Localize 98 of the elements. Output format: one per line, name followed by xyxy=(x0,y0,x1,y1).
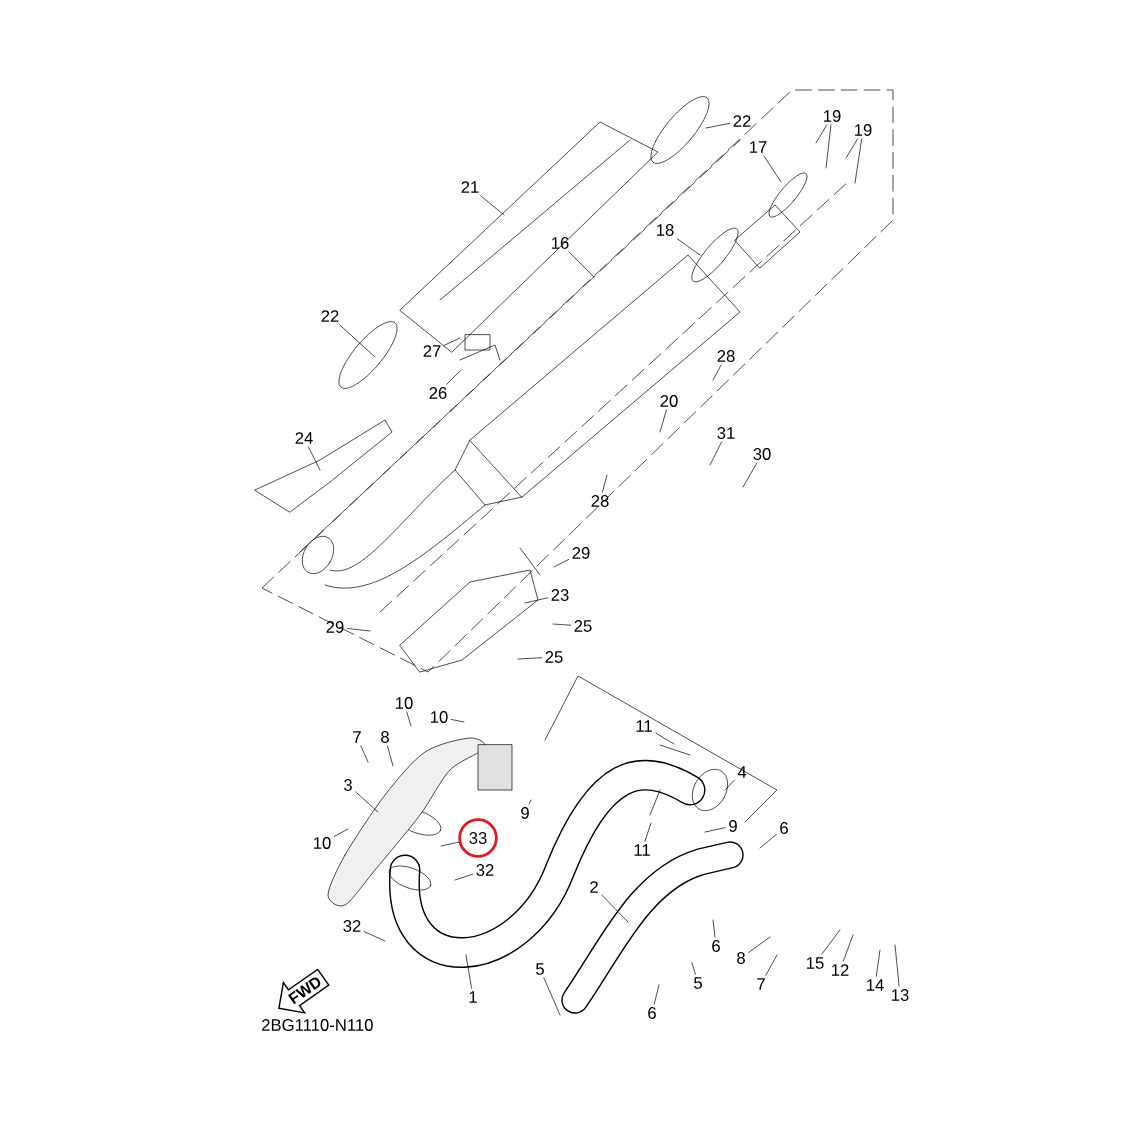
callout-number: 30 xyxy=(753,448,771,460)
leader-line xyxy=(676,238,701,256)
leader-line xyxy=(446,370,461,385)
leader-line xyxy=(406,711,412,727)
leader-line xyxy=(308,446,321,471)
callout-number: 25 xyxy=(545,651,563,663)
callout-number: 10 xyxy=(431,711,448,723)
callout-number: 24 xyxy=(295,432,313,444)
leader-line xyxy=(333,828,349,837)
callout-number: 21 xyxy=(461,181,479,193)
callout-number: 15 xyxy=(807,957,824,969)
leader-line xyxy=(387,745,394,767)
leader-line xyxy=(454,873,474,881)
leader-line xyxy=(712,919,716,938)
leader-line xyxy=(553,559,570,568)
callout-number: 6 xyxy=(780,822,788,834)
callout-number: 11 xyxy=(634,844,650,856)
callout-number: 7 xyxy=(757,978,765,990)
leader-line xyxy=(568,251,595,278)
callout-number: 5 xyxy=(536,963,544,975)
callout-number: 32 xyxy=(476,864,494,876)
leader-line xyxy=(465,954,472,989)
callout-number: 27 xyxy=(423,345,441,357)
callout-number: 8 xyxy=(381,731,389,743)
callout-number: 8 xyxy=(737,952,745,964)
leader-line xyxy=(517,657,543,660)
leader-line xyxy=(602,474,608,493)
leader-line xyxy=(543,977,561,1016)
leader-line xyxy=(363,931,386,942)
callout-number: 29 xyxy=(326,621,344,633)
leader-line xyxy=(875,949,881,977)
leader-line xyxy=(653,984,660,1005)
leader-line xyxy=(440,841,460,847)
callout-number: 29 xyxy=(572,547,590,559)
leader-line xyxy=(346,628,371,632)
leader-line xyxy=(552,623,572,626)
callout-number: 6 xyxy=(648,1007,656,1019)
callout-number: 10 xyxy=(396,697,413,709)
leader-line xyxy=(655,732,675,745)
callout-number: 22 xyxy=(733,115,751,127)
leader-line xyxy=(742,462,758,488)
leader-line xyxy=(524,597,549,604)
callout-number: 18 xyxy=(657,224,674,236)
leader-line xyxy=(480,195,505,216)
leader-line xyxy=(763,155,782,183)
callout-number: 28 xyxy=(591,495,609,507)
leader-line xyxy=(705,123,731,129)
callout-number: 5 xyxy=(694,977,702,989)
callout-number: 19 xyxy=(824,110,841,122)
callout-number: 22 xyxy=(321,310,339,322)
leader-line xyxy=(443,337,461,346)
callout-number: 3 xyxy=(344,779,352,791)
leader-line xyxy=(845,138,858,159)
leader-line xyxy=(644,822,652,842)
leader-line xyxy=(360,745,369,763)
callout-number: 31 xyxy=(717,427,735,439)
callout-number: 25 xyxy=(574,620,592,632)
leader-line xyxy=(825,124,832,169)
callout-number: 11 xyxy=(636,720,652,732)
leader-line xyxy=(894,944,900,987)
callout-number: 10 xyxy=(314,837,331,849)
leader-line xyxy=(765,954,778,976)
circled-callout-number: 33 xyxy=(458,818,498,858)
callout-number: 6 xyxy=(712,940,720,952)
callout-number: 32 xyxy=(343,920,361,932)
leader-line xyxy=(601,894,629,923)
leader-line xyxy=(528,799,532,805)
leader-line xyxy=(659,409,667,433)
callout-number: 9 xyxy=(521,807,529,819)
callout-number: 4 xyxy=(737,766,747,778)
leader-line xyxy=(815,124,828,144)
leader-line xyxy=(821,929,841,955)
leader-line xyxy=(709,441,722,466)
callout-number: 17 xyxy=(750,141,767,153)
leader-line xyxy=(339,324,376,358)
leader-line xyxy=(724,779,735,791)
leader-line xyxy=(712,364,722,381)
leader-line xyxy=(355,791,379,813)
leader-line xyxy=(450,719,465,723)
leader-line xyxy=(854,138,862,184)
callout-number: 12 xyxy=(832,964,849,976)
leader-line xyxy=(759,834,777,849)
callout-number: 19 xyxy=(855,124,872,136)
leader-line xyxy=(691,962,696,975)
callout-number: 20 xyxy=(660,395,678,407)
callout-number: 2 xyxy=(590,881,598,893)
leader-line xyxy=(704,827,726,833)
callout-number: 14 xyxy=(867,979,884,991)
leader-line xyxy=(748,936,771,953)
callout-number: 23 xyxy=(551,589,569,601)
callout-number: 1 xyxy=(469,991,477,1003)
callout-number: 16 xyxy=(552,237,569,249)
callout-number: 7 xyxy=(353,731,361,743)
callout-number: 26 xyxy=(429,387,447,399)
callout-number: 9 xyxy=(729,820,737,832)
callout-number: 13 xyxy=(892,989,909,1001)
leader-line xyxy=(842,934,854,962)
callout-number: 28 xyxy=(717,350,735,362)
